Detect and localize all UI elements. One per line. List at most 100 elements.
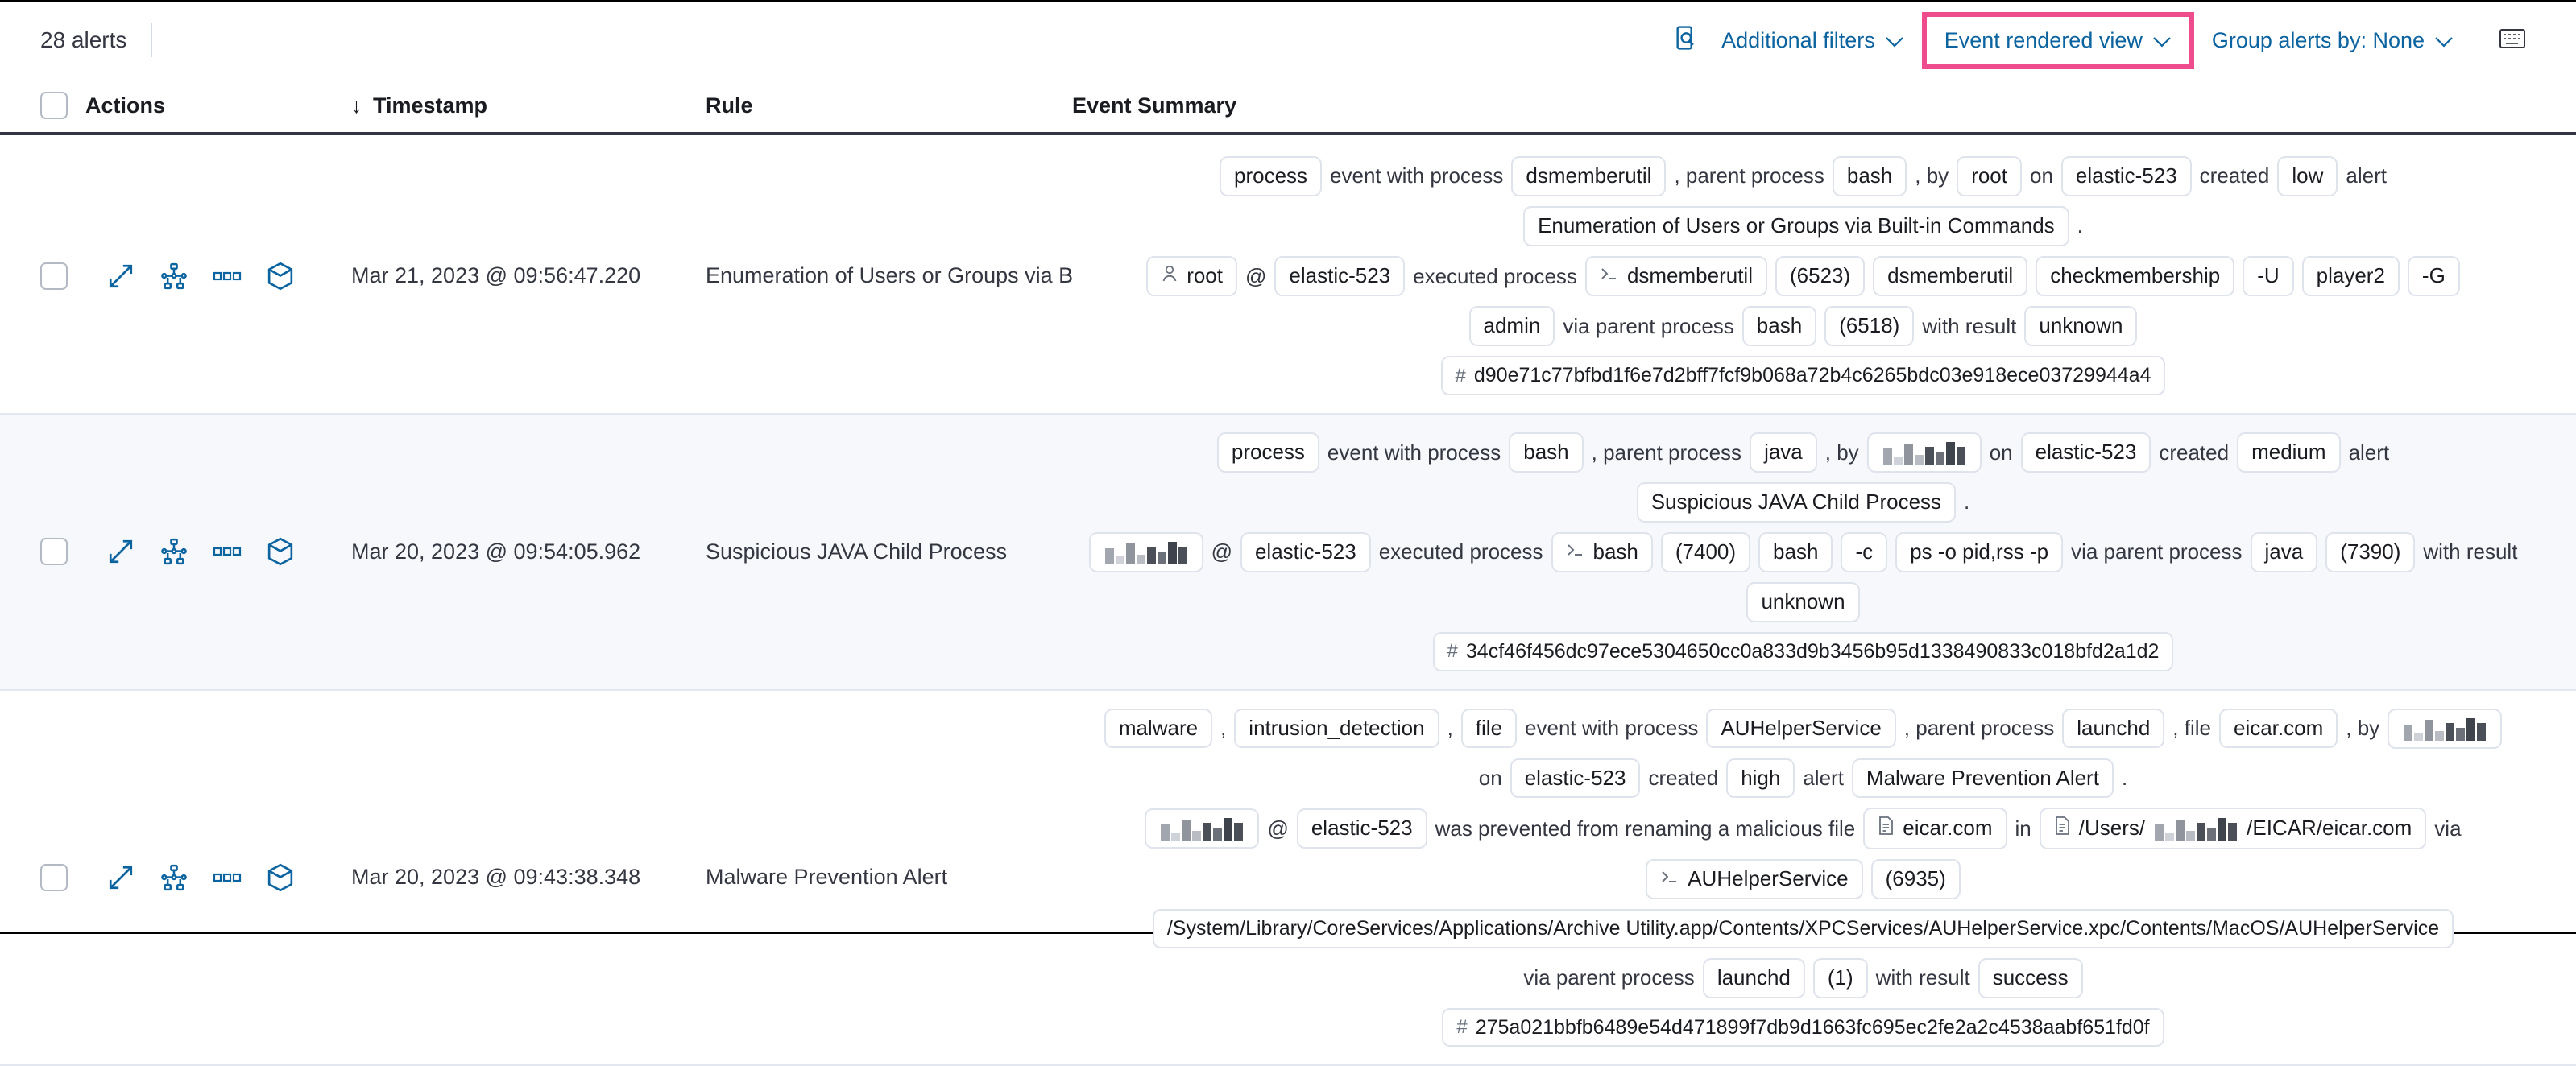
column-header-rule[interactable]: Rule (706, 93, 1072, 118)
row-select-checkbox[interactable] (40, 262, 68, 290)
summary-chip-redacted[interactable] (1145, 808, 1260, 849)
summary-chip[interactable]: launchd (2062, 708, 2165, 749)
session-view-cube-icon[interactable] (266, 863, 295, 892)
summary-chip[interactable]: intrusion_detection (1234, 708, 1439, 749)
chip-label: java (2264, 539, 2304, 564)
summary-chip[interactable]: file (1460, 708, 1518, 749)
summary-chip[interactable]: dsmemberutil (1511, 156, 1667, 196)
session-view-cube-icon[interactable] (266, 537, 295, 566)
more-actions-icon[interactable] (213, 537, 242, 566)
summary-chip[interactable]: /Users//EICAR/eicar.com (2039, 808, 2427, 850)
summary-chip[interactable]: (1) (1812, 957, 1868, 998)
chip-label: elastic-523 (1289, 263, 1391, 288)
summary-chip[interactable]: dsmemberutil (1873, 256, 2028, 297)
event-rendered-view-button[interactable]: Event rendered view (1936, 28, 2180, 53)
summary-chip[interactable]: bash (1551, 531, 1653, 572)
row-select-checkbox[interactable] (40, 538, 68, 566)
summary-chip[interactable]: java (1750, 432, 1817, 473)
summary-chip[interactable]: high (1726, 758, 1795, 799)
summary-chip[interactable]: (6523) (1775, 256, 1866, 297)
analyzer-graph-icon[interactable] (159, 537, 188, 566)
summary-chip[interactable]: unknown (2024, 306, 2138, 347)
additional-filters-button[interactable]: Additional filters (1708, 19, 1917, 63)
summary-chip[interactable]: -c (1841, 531, 1888, 572)
analyzer-graph-icon[interactable] (159, 863, 188, 892)
expand-icon[interactable] (106, 262, 135, 291)
summary-chip[interactable]: java (2250, 531, 2318, 572)
summary-chip[interactable]: bash (1758, 531, 1833, 572)
summary-chip[interactable]: elastic-523 (1510, 758, 1641, 799)
summary-text: event with process (1525, 716, 1699, 741)
table-row[interactable]: Mar 20, 2023 @ 09:43:38.348 Malware Prev… (0, 691, 2576, 1066)
summary-chip[interactable]: (7390) (2325, 531, 2416, 572)
summary-chip[interactable]: player2 (2301, 256, 2400, 297)
summary-chip[interactable]: ps -o pid,rss -p (1895, 531, 2064, 572)
more-actions-icon[interactable] (213, 262, 242, 291)
select-all-checkbox[interactable] (40, 92, 68, 119)
summary-chip[interactable]: bash (1832, 156, 1907, 196)
column-header-timestamp[interactable]: ↓ Timestamp (351, 93, 706, 118)
summary-chip[interactable]: elastic-523 (2060, 156, 2192, 196)
summary-chip[interactable]: root (1957, 156, 2022, 196)
summary-text: event with process (1327, 440, 1501, 465)
more-actions-icon[interactable] (213, 863, 242, 892)
summary-chip[interactable]: launchd (1702, 957, 1805, 998)
summary-chip-redacted[interactable] (1088, 531, 1203, 572)
summary-chip[interactable]: Suspicious JAVA Child Process (1636, 482, 1957, 523)
keyboard-shortcuts-button[interactable] (2466, 18, 2537, 64)
summary-chip[interactable]: elastic-523 (2020, 432, 2151, 473)
summary-chip[interactable]: low (2277, 156, 2338, 196)
summary-text: created (2159, 440, 2230, 465)
inspect-button[interactable] (1660, 14, 1708, 67)
summary-chip[interactable]: #34cf46f456dc97ece5304650cc0a833d9b3456b… (1432, 631, 2174, 671)
summary-chip-redacted[interactable] (1866, 432, 1982, 473)
summary-chip[interactable]: (7400) (1660, 531, 1751, 572)
table-row[interactable]: Mar 21, 2023 @ 09:56:47.220 Enumeration … (0, 138, 2576, 415)
summary-chip[interactable]: malware (1104, 708, 1213, 749)
summary-chip[interactable]: unknown (1746, 581, 1860, 622)
summary-chip[interactable]: Malware Prevention Alert (1851, 758, 2114, 799)
summary-chip[interactable]: success (1978, 957, 2083, 998)
chip-label: bash (1523, 440, 1569, 465)
table-row[interactable]: Mar 20, 2023 @ 09:54:05.962 Suspicious J… (0, 415, 2576, 691)
summary-chip[interactable]: (6518) (1824, 306, 1915, 347)
summary-chip[interactable]: elastic-523 (1240, 531, 1371, 572)
summary-text: . (2077, 213, 2083, 238)
analyzer-graph-icon[interactable] (159, 262, 188, 291)
summary-chip[interactable]: root (1146, 255, 1237, 297)
summary-chip[interactable]: eicar.com (2218, 708, 2338, 749)
keyboard-icon (2499, 28, 2526, 53)
summary-chip[interactable]: checkmembership (2036, 256, 2235, 297)
summary-chip[interactable]: -G (2407, 256, 2460, 297)
summary-text: via (2434, 816, 2462, 841)
summary-chip[interactable]: dsmemberutil (1584, 256, 1767, 297)
summary-chip[interactable]: eicar.com (1863, 808, 2007, 850)
summary-chip[interactable]: admin (1468, 306, 1555, 347)
expand-icon[interactable] (106, 537, 135, 566)
summary-chip[interactable]: /System/Library/CoreServices/Application… (1152, 908, 2454, 948)
summary-chip[interactable]: process (1220, 156, 1323, 196)
summary-chip[interactable]: elastic-523 (1274, 256, 1406, 297)
column-header-event-summary[interactable]: Event Summary (1072, 93, 2576, 118)
summary-chip[interactable]: #275a021bbfb6489e54d471899f7db9d1663fc69… (1442, 1007, 2164, 1047)
summary-chip[interactable]: Enumeration of Users or Groups via Built… (1523, 205, 2069, 246)
chip-label: bash (1592, 539, 1638, 564)
summary-chip[interactable]: -U (2243, 256, 2294, 297)
summary-chip[interactable]: #d90e71c77bfbd1f6e7d2bff7fcf9b068a72b4c6… (1440, 356, 2166, 396)
summary-chip[interactable]: AUHelperService (1706, 708, 1896, 749)
summary-chip[interactable]: AUHelperService (1646, 859, 1863, 899)
summary-chip[interactable]: process (1216, 432, 1319, 473)
row-rule: Enumeration of Users or Groups via Bui (706, 263, 1072, 287)
summary-chip[interactable]: elastic-523 (1296, 808, 1427, 849)
row-select-checkbox[interactable] (40, 863, 68, 891)
group-alerts-by-button[interactable]: Group alerts by: None (2199, 19, 2466, 63)
summary-chip[interactable]: medium (2237, 432, 2341, 473)
summary-chip[interactable]: bash (1509, 432, 1584, 473)
summary-chip[interactable]: (6935) (1870, 859, 1961, 899)
summary-chip-redacted[interactable] (2388, 708, 2503, 749)
summary-chip[interactable]: bash (1741, 306, 1817, 347)
session-view-cube-icon[interactable] (266, 262, 295, 291)
expand-icon[interactable] (106, 863, 135, 892)
chip-label: ps -o pid,rss -p (1910, 539, 2049, 564)
column-header-actions[interactable]: Actions (85, 93, 351, 118)
